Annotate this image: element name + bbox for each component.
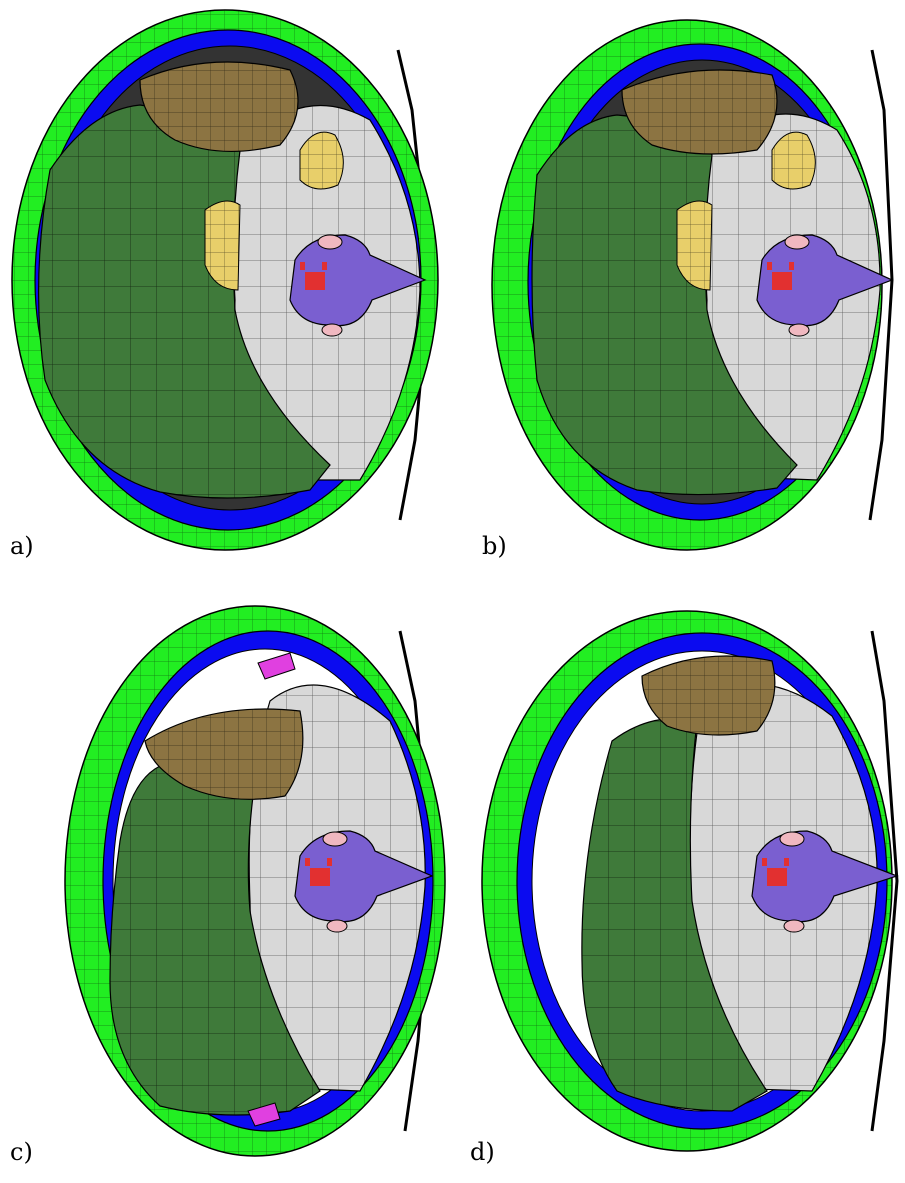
panel-label: a)	[10, 532, 34, 560]
spinal-cord	[767, 868, 787, 886]
disc	[779, 831, 805, 847]
pink-fragment	[257, 652, 296, 680]
mesh-figure-a	[11, 9, 439, 551]
panel-label: d)	[470, 1138, 495, 1166]
mesh-figure-d	[481, 610, 899, 1152]
spinal-cord	[772, 272, 792, 290]
panel-d: d)	[452, 591, 904, 1182]
disc	[784, 234, 810, 250]
panel-label: b)	[482, 532, 507, 560]
mesh-figure-c	[64, 605, 446, 1157]
panel-c: c)	[0, 591, 452, 1182]
panel-b: b)	[452, 0, 904, 591]
spinal-cord	[310, 868, 330, 886]
panel-label: c)	[10, 1138, 33, 1166]
spinal-cord	[305, 272, 325, 290]
boundary-line	[870, 630, 899, 1132]
disc	[317, 234, 343, 250]
pink-fragment-lower	[247, 1102, 281, 1127]
panel-a: a)	[0, 0, 452, 591]
disc	[322, 831, 348, 847]
mesh-figure-b	[491, 19, 894, 551]
